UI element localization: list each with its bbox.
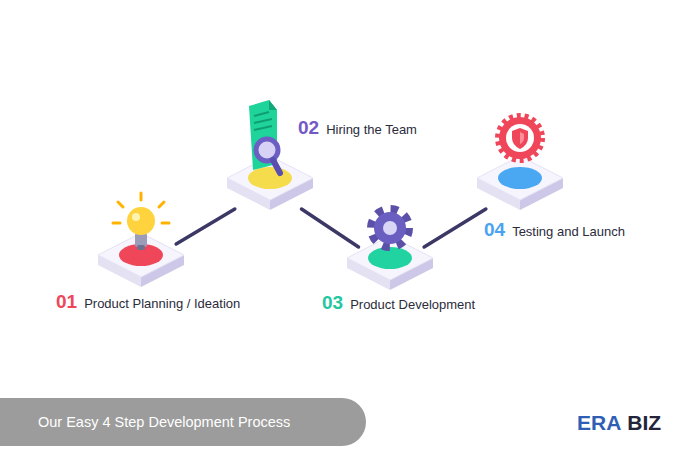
step-title: Product Development xyxy=(350,294,475,316)
step-number: 03 xyxy=(322,292,343,314)
document-icon xyxy=(254,126,272,130)
step-number: 01 xyxy=(56,291,77,313)
step-platform: 04Testing and Launch xyxy=(475,152,565,214)
connector-line xyxy=(302,209,359,247)
platform xyxy=(119,244,163,266)
badge-icon xyxy=(520,132,524,144)
platform xyxy=(98,233,184,277)
platform xyxy=(477,156,563,210)
step-label-row: 01 Product Planning / Ideation xyxy=(56,291,240,315)
step-number: 04 xyxy=(484,219,505,241)
caption-band: Our Easy 4 Step Development Process xyxy=(0,398,366,446)
badge-icon xyxy=(498,116,542,160)
step-label-row: 04 Testing and Launch xyxy=(484,219,625,243)
step-title: Product Planning / Ideation xyxy=(84,293,240,315)
lightbulb-icon xyxy=(113,193,169,250)
step-title: Testing and Launch xyxy=(512,221,625,243)
platform xyxy=(248,167,292,189)
badge-icon xyxy=(512,128,528,149)
step-label-row: 02 Hiring the Team xyxy=(298,117,417,141)
platform-illustration xyxy=(225,152,315,214)
lightbulb-icon xyxy=(113,193,169,223)
platform xyxy=(498,167,542,189)
document-icon xyxy=(254,119,272,123)
lightbulb-icon xyxy=(162,222,169,225)
lightbulb-icon xyxy=(127,207,155,235)
platform xyxy=(368,247,412,269)
gear-icon xyxy=(374,212,406,244)
document-icon xyxy=(249,100,280,173)
document-icon xyxy=(269,100,277,110)
logo-word: ERA xyxy=(577,410,621,436)
badge-icon xyxy=(498,116,542,160)
lightbulb-icon xyxy=(159,202,164,207)
document-icon xyxy=(254,112,269,116)
platform xyxy=(347,236,433,290)
document-icon xyxy=(254,112,272,130)
step-platform: 01Product Planning / Ideation xyxy=(96,229,186,291)
logo-word: BIZ xyxy=(627,410,661,436)
platform-illustration xyxy=(345,232,435,294)
step-number: 02 xyxy=(298,117,319,139)
connector-line xyxy=(176,209,235,244)
step-platform: 03Product Development xyxy=(345,232,435,294)
lightbulb-icon xyxy=(113,222,120,225)
caption-text: Our Easy 4 Step Development Process xyxy=(0,398,290,446)
step-title: Hiring the Team xyxy=(326,119,417,141)
gear-icon xyxy=(383,221,397,235)
badge-icon xyxy=(506,124,534,152)
connector-line xyxy=(424,209,486,247)
gear-icon xyxy=(371,209,409,247)
platform xyxy=(98,233,184,287)
lightbulb-icon xyxy=(118,202,123,207)
step-platform: 02Hiring the Team xyxy=(225,152,315,214)
step-label-row: 03 Product Development xyxy=(322,292,475,316)
platform-illustration xyxy=(96,229,186,291)
gear-icon xyxy=(371,209,409,247)
brand-logo: ERABIZ xyxy=(577,410,661,436)
document-icon xyxy=(273,160,280,173)
badge-icon xyxy=(499,117,541,159)
lightbulb-icon xyxy=(135,233,147,247)
platform-illustration xyxy=(475,152,565,214)
lightbulb-icon xyxy=(140,193,143,200)
lightbulb-icon xyxy=(137,245,145,250)
lightbulb-icon xyxy=(132,213,140,221)
